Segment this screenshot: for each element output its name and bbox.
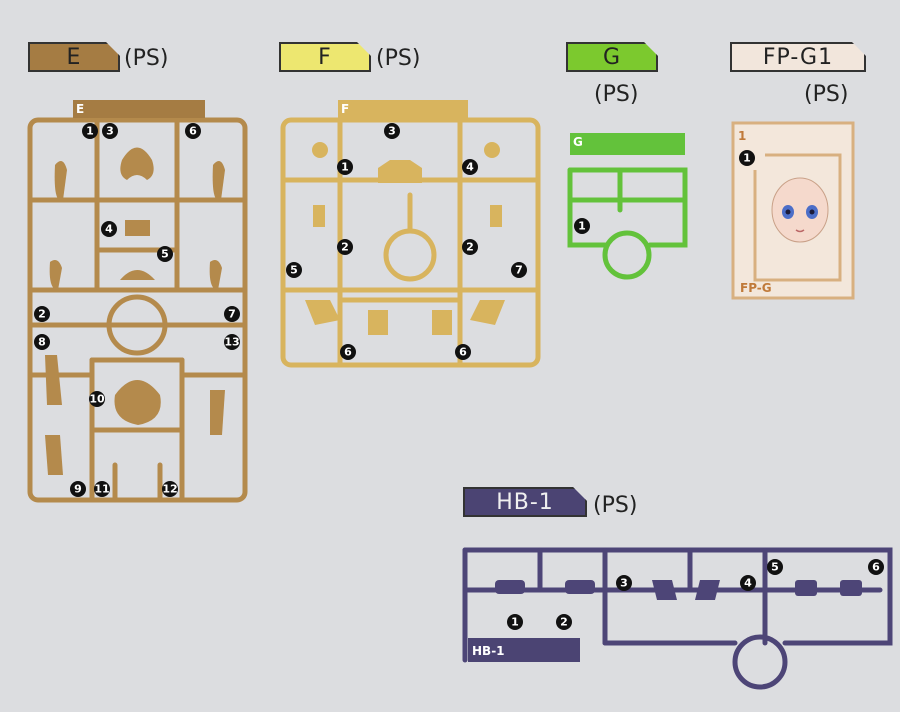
runner-fpg1-tab-text: FP-G	[740, 281, 772, 295]
runner-fpg1-material: (PS)	[804, 82, 849, 107]
runner-e-tab-text: E	[76, 102, 84, 116]
runner-hb1-tab	[468, 638, 580, 662]
runner-f-tab	[338, 100, 468, 118]
runner-e-tab	[73, 100, 205, 118]
svg-text:7: 7	[228, 308, 236, 321]
runner-e-parts	[45, 147, 225, 475]
runner-e-label: E	[66, 44, 82, 70]
runner-hb1-tag: HB-1	[463, 487, 587, 517]
runner-g-frame	[567, 167, 688, 280]
face-part	[771, 177, 829, 243]
svg-text:6: 6	[872, 561, 880, 574]
runner-e-material: (PS)	[124, 46, 169, 71]
svg-text:1: 1	[511, 616, 519, 629]
svg-text:2: 2	[341, 241, 349, 254]
runner-fpg1-numbers: 1	[739, 150, 755, 166]
svg-text:8: 8	[38, 336, 46, 349]
svg-text:3: 3	[106, 125, 114, 138]
svg-text:10: 10	[89, 393, 105, 406]
runner-hb1-label: HB-1	[496, 489, 554, 515]
svg-text:4: 4	[466, 161, 474, 174]
runner-hb1-numbers: 3 4 5 6 1 2	[507, 559, 884, 630]
runner-hb1-tab-text: HB-1	[472, 644, 505, 658]
runner-hb1-frame	[462, 547, 893, 690]
svg-text:13: 13	[224, 336, 239, 349]
runner-f-tab-text: F	[341, 102, 349, 116]
svg-text:1: 1	[743, 152, 751, 165]
runner-f-material: (PS)	[376, 46, 421, 71]
runner-fpg1-label: FP-G1	[762, 44, 834, 70]
runner-f-tag: F	[279, 42, 371, 72]
runner-hb1-material: (PS)	[593, 493, 638, 518]
svg-text:5: 5	[290, 264, 298, 277]
svg-text:12: 12	[162, 483, 177, 496]
runner-f-parts	[305, 142, 505, 335]
svg-text:4: 4	[105, 223, 113, 236]
runner-g-tab-text: G	[573, 135, 583, 149]
runner-g-label: G	[602, 44, 622, 70]
svg-text:3: 3	[620, 577, 628, 590]
svg-text:2: 2	[560, 616, 568, 629]
svg-text:9: 9	[74, 483, 82, 496]
runner-f-label: F	[318, 44, 332, 70]
runner-e-numbers: 1 3 6 4 5 2 7 8 13 10 9 11 12	[34, 123, 240, 497]
svg-text:3: 3	[388, 125, 396, 138]
runner-fpg1-frame	[731, 121, 855, 300]
runner-e-tag: E	[28, 42, 120, 72]
svg-text:1: 1	[341, 161, 349, 174]
runner-f-numbers: 3 1 4 2 2 5 7 6 6	[286, 123, 527, 360]
svg-text:6: 6	[344, 346, 352, 359]
svg-text:5: 5	[161, 248, 169, 261]
svg-text:5: 5	[771, 561, 779, 574]
svg-text:7: 7	[515, 264, 523, 277]
svg-text:2: 2	[466, 241, 474, 254]
svg-text:1: 1	[86, 125, 94, 138]
runner-hb1-parts	[495, 580, 862, 600]
runner-g-tag: G	[566, 42, 658, 72]
runner-fpg1-tag: FP-G1	[730, 42, 866, 72]
runner-g-tab	[570, 133, 685, 155]
runner-e-frame	[27, 117, 248, 503]
svg-text:6: 6	[459, 346, 467, 359]
svg-text:11: 11	[94, 483, 109, 496]
svg-text:2: 2	[38, 308, 46, 321]
runner-g-material: (PS)	[594, 82, 639, 107]
runner-fpg1-tab-num: 1	[738, 129, 746, 143]
svg-text:1: 1	[578, 220, 586, 233]
svg-text:4: 4	[744, 577, 752, 590]
runner-g-numbers: 1	[574, 218, 590, 234]
svg-text:6: 6	[189, 125, 197, 138]
